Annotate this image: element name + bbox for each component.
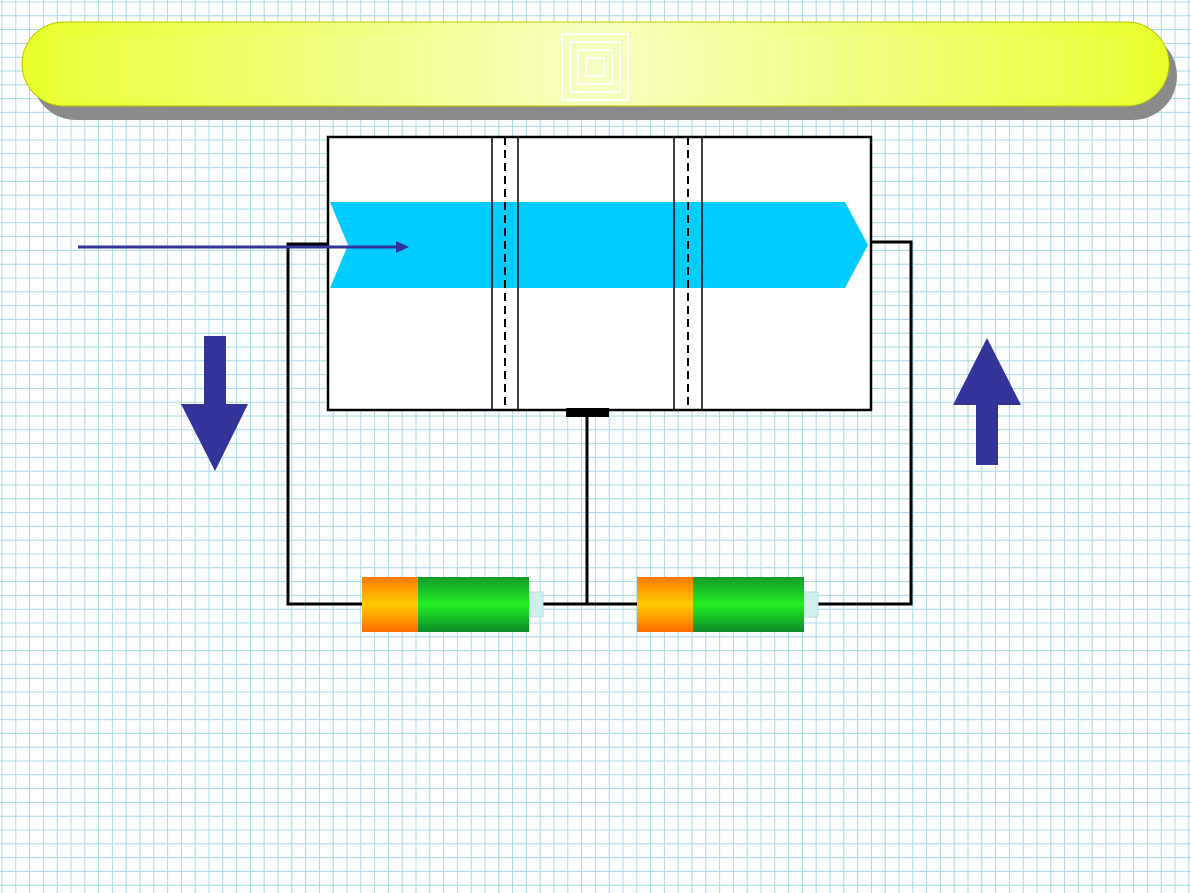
banner-center-emblem — [561, 33, 629, 101]
battery-right — [637, 577, 819, 632]
terminal-plate — [566, 408, 609, 417]
electrode-left — [491, 137, 519, 410]
pointer-arrow-icon — [78, 241, 409, 253]
flow-band — [330, 202, 868, 288]
right-wire — [817, 240, 913, 606]
battery-left — [362, 577, 544, 632]
circuit-wires — [286, 240, 913, 606]
up-arrow-icon — [953, 338, 1021, 465]
banner-body — [21, 21, 1170, 107]
left-wire — [286, 242, 362, 606]
electrode-right — [673, 137, 703, 410]
down-arrow-icon — [181, 336, 248, 471]
banner-texture — [59, 36, 1129, 98]
